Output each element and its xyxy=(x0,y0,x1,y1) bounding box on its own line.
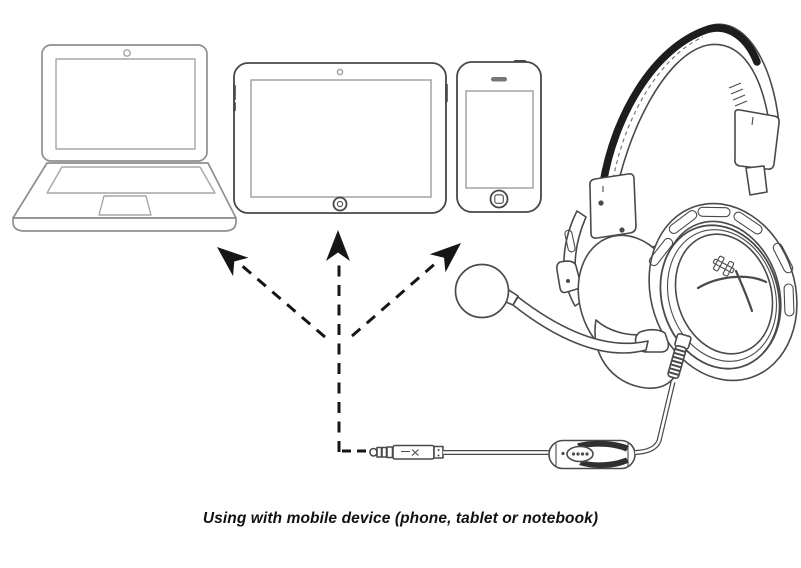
phone-screen xyxy=(465,90,534,189)
laptop-lid xyxy=(41,44,208,162)
control-grille xyxy=(566,445,594,463)
laptop-trackpad xyxy=(98,195,152,216)
phone-speaker-icon xyxy=(491,77,507,82)
arrow-line-right xyxy=(351,260,438,338)
headband-padding xyxy=(599,24,761,188)
headband-stitching xyxy=(611,36,704,187)
frame-slots xyxy=(648,206,795,317)
arrowhead-to-phone xyxy=(429,243,461,273)
phone-body xyxy=(456,61,542,213)
right-adjustment-slider xyxy=(734,109,780,170)
laptop-icon xyxy=(12,44,237,232)
audio-cable xyxy=(369,381,676,470)
gaming-headset-icon xyxy=(454,23,798,389)
left-adjustment-slider xyxy=(589,173,637,239)
laptop-keyboard xyxy=(46,166,216,194)
tablet-home-button xyxy=(332,196,348,212)
arrowhead-to-laptop xyxy=(217,247,249,277)
boom-microphone xyxy=(454,263,670,354)
hyperx-hx-logo xyxy=(696,255,768,313)
inline-audio-control-icon xyxy=(548,439,636,470)
connection-arrows xyxy=(217,230,461,453)
arrowhead-to-tablet xyxy=(326,230,350,261)
smartphone-icon xyxy=(456,60,542,213)
hyperx-logo-on-plug xyxy=(401,449,419,456)
laptop-webcam-icon xyxy=(123,49,131,57)
cable-strain-relief xyxy=(667,332,692,379)
figure-caption: Using with mobile device (phone, tablet … xyxy=(202,510,599,527)
phone-home-button xyxy=(489,189,509,209)
laptop-screen xyxy=(55,58,196,150)
audio-plug-icon xyxy=(369,444,444,460)
tablet-body xyxy=(233,62,447,214)
ear-cup-plate xyxy=(674,233,774,355)
mic-pop-filter xyxy=(454,263,510,319)
tablet-icon xyxy=(233,62,448,214)
laptop-front-edge xyxy=(12,217,237,232)
cable-cord-to-headset xyxy=(634,381,676,455)
arrow-line-left xyxy=(239,262,326,339)
tablet-camera-icon xyxy=(336,68,344,76)
